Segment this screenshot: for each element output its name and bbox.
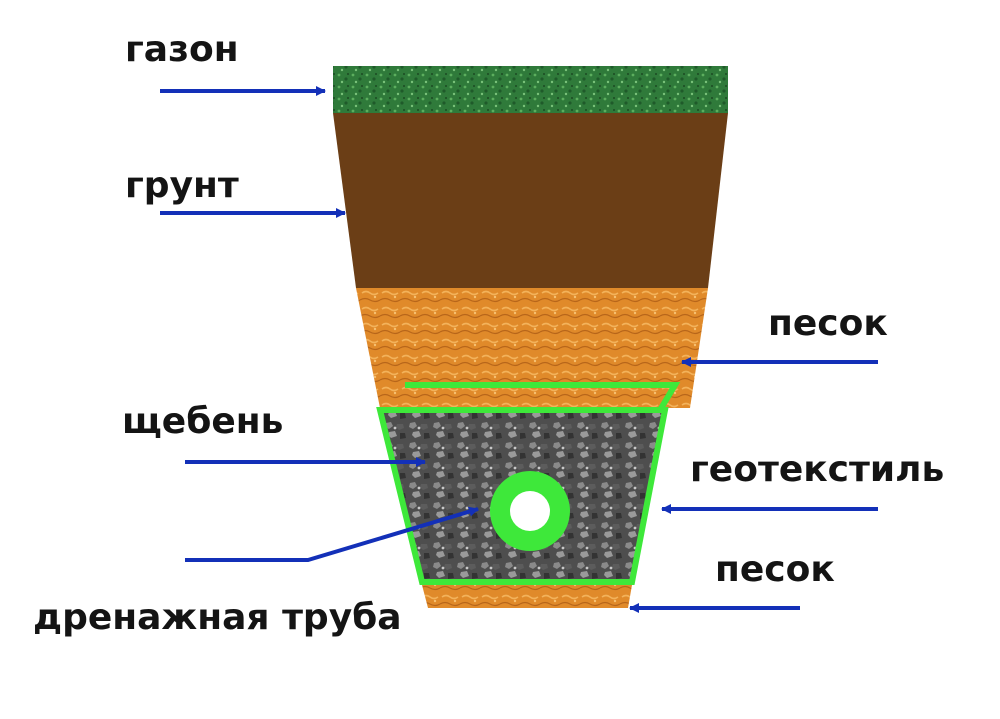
label-drain-pipe: дренажная труба	[33, 597, 402, 638]
sand-top-layer	[356, 288, 708, 408]
lawn-layer	[333, 66, 728, 113]
geotextile-wrap	[376, 407, 669, 585]
geotextile-top-edge	[405, 382, 681, 412]
label-sand-top: песок	[768, 303, 888, 344]
drain-pipe-bore	[510, 491, 550, 531]
sand-bottom-layer	[422, 585, 632, 608]
label-sand-bottom: песок	[715, 549, 835, 590]
label-gravel: щебень	[122, 401, 284, 442]
label-geotextile: геотекстиль	[690, 449, 945, 490]
label-lawn: газон	[125, 29, 239, 70]
label-soil: грунт	[125, 165, 239, 206]
soil-layer	[333, 113, 728, 288]
arrow-drain-pipe	[185, 506, 479, 562]
